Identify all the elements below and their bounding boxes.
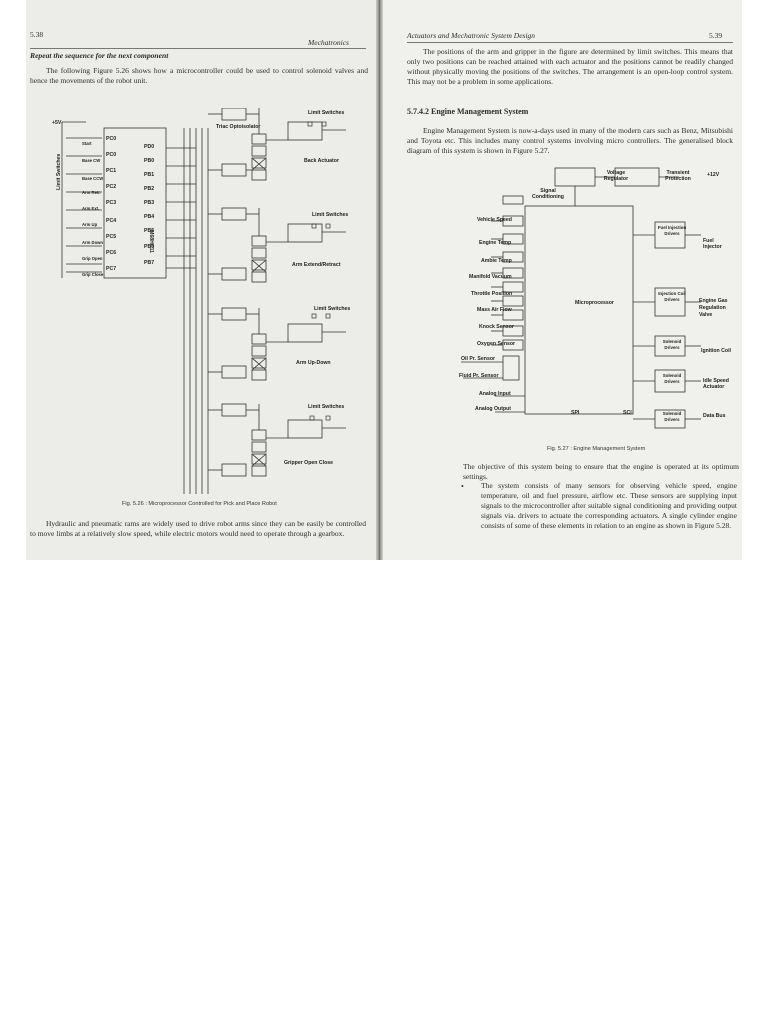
output-label: Engine Gas Regulation Valve: [699, 298, 728, 318]
voltage-regulator-label: Voltage Regulator: [603, 170, 629, 182]
pin-label: PC7: [106, 266, 117, 272]
pin-label: PB0: [144, 158, 155, 164]
input-label: Analog Output: [475, 406, 512, 412]
left-page-number: 5.38: [30, 30, 44, 39]
input-label: Ambie Temp: [481, 258, 512, 264]
figure-526-caption: Fig. 5.26 : Microprocessor Controlled fo…: [122, 501, 277, 507]
transient-protection-label: Transient Protection: [665, 170, 691, 182]
triac-optoisolator-label: Triac Optoisolator: [216, 124, 261, 130]
input-label: Mass Air Flow: [477, 307, 512, 313]
pin-label: PB2: [144, 186, 155, 192]
driver-label: Solenoid Drivers: [662, 411, 682, 422]
figure-527-caption: Fig. 5.27 : Engine Management System: [547, 446, 646, 452]
pin-label: PC0: [106, 136, 117, 142]
actuator-label: Gripper Open Close: [284, 460, 334, 466]
input-label: Analog Input: [479, 391, 511, 397]
input-label: Vehicle Speed: [477, 217, 512, 223]
engine-management-diagram: [461, 167, 701, 429]
limit-switches-label: Limit Switches: [314, 306, 351, 312]
pin-label: PC2: [106, 184, 117, 190]
input-label: Grip Open: [82, 256, 103, 261]
right-page-number: 5.39: [709, 31, 723, 40]
actuator-label: Arm Extend/Retract: [292, 262, 341, 268]
pin-label: PB4: [144, 214, 155, 220]
driver-label: Injection Coil Drivers: [658, 291, 686, 302]
bullet-paragraph: The system consists of many sensors for …: [481, 481, 737, 530]
input-label: Arm Ext.: [82, 206, 100, 211]
section-title: 5.7.4.2 Engine Management System: [407, 107, 529, 116]
input-label: Base CW: [82, 158, 101, 163]
pin-label: PB3: [144, 200, 155, 206]
bottom-paragraph: Hydraulic and pneumatic rams are widely …: [30, 519, 366, 538]
pin-label: PD0: [144, 144, 155, 150]
input-label: Fluid Pr. Sensor: [459, 373, 499, 379]
pin-label: PC1: [106, 168, 117, 174]
bullet-marker: •: [461, 482, 464, 491]
intro-paragraph: The following Figure 5.26 shows how a mi…: [30, 66, 368, 85]
pin-label: PC6: [106, 250, 117, 256]
paragraph-3: The objective of this system being to en…: [463, 462, 739, 481]
spi-label: SPI: [571, 410, 580, 416]
pin-label: PB7: [144, 260, 155, 266]
output-label: Fuel Injector: [703, 238, 722, 250]
pin-label: PB5: [144, 228, 155, 234]
driver-label: Solenoid Drivers: [662, 373, 682, 384]
input-label: Grip Close: [82, 272, 104, 277]
supply-label: +5V: [52, 120, 62, 126]
paragraph-2: Engine Management System is now-a-days u…: [407, 126, 733, 155]
pin-label: PB1: [144, 172, 155, 178]
input-label: Arm Up: [82, 222, 98, 227]
pin-label: PC3: [106, 200, 117, 206]
pin-label: PB6: [144, 244, 155, 250]
input-label: Oil Pr. Sensor: [461, 356, 496, 362]
output-label: Idle Speed Actuator: [703, 378, 729, 390]
input-label: Start: [82, 141, 92, 146]
header-rule: [30, 48, 366, 49]
driver-label: Fuel Injection Drivers: [657, 225, 687, 236]
header-rule: [407, 42, 733, 43]
input-label: Base CCW: [82, 176, 104, 181]
limit-switches-label: Limit Switches: [312, 212, 349, 218]
right-running-head: Actuators and Mechatronic System Design: [407, 31, 536, 40]
limit-switches-label: Limit Switches: [308, 110, 345, 116]
left-page: 5.38 Mechatronics Repeat the sequence fo…: [26, 0, 376, 560]
book-spread-photo: 5.38 Mechatronics Repeat the sequence fo…: [26, 0, 742, 560]
driver-label: Solenoid Drivers: [662, 339, 682, 350]
input-label: Oxygen Sensor: [477, 341, 516, 347]
input-label: Engine Temp: [479, 240, 512, 246]
output-label: Data Bus: [703, 413, 726, 419]
left-running-head: Mechatronics: [308, 38, 349, 47]
section-line: Repeat the sequence for the next compone…: [30, 51, 169, 60]
signal-conditioning-label: Signal Conditioning: [532, 188, 564, 200]
microprocessor-label: Microprocessor: [575, 300, 614, 306]
actuator-label: Arm Up-Down: [296, 360, 331, 366]
input-label: Throttle Position: [471, 291, 513, 297]
right-page: Actuators and Mechatronic System Design …: [383, 0, 742, 560]
limit-switches-label: Limit Switches: [308, 404, 345, 410]
actuator-label: Back Actuator: [304, 158, 339, 164]
pin-label: PC4: [106, 218, 117, 224]
sci-label: SCI: [623, 410, 632, 416]
input-label: Arm Retr.: [82, 190, 101, 195]
limit-switches-side-label: Limit Switches: [56, 153, 62, 190]
output-label: Ignition Coil: [701, 348, 731, 354]
input-label: Manifold Vacuum: [469, 274, 512, 280]
supply-12v-label: +12V: [707, 172, 720, 178]
input-label: Knock Sensor: [479, 324, 514, 330]
paragraph-1: The positions of the arm and gripper in …: [407, 47, 733, 86]
input-label: Arm Down: [82, 240, 103, 245]
pin-label: PC0: [106, 152, 117, 158]
pin-label: PC5: [106, 234, 117, 240]
book-gutter: [376, 0, 383, 560]
robot-control-diagram: [61, 108, 346, 494]
